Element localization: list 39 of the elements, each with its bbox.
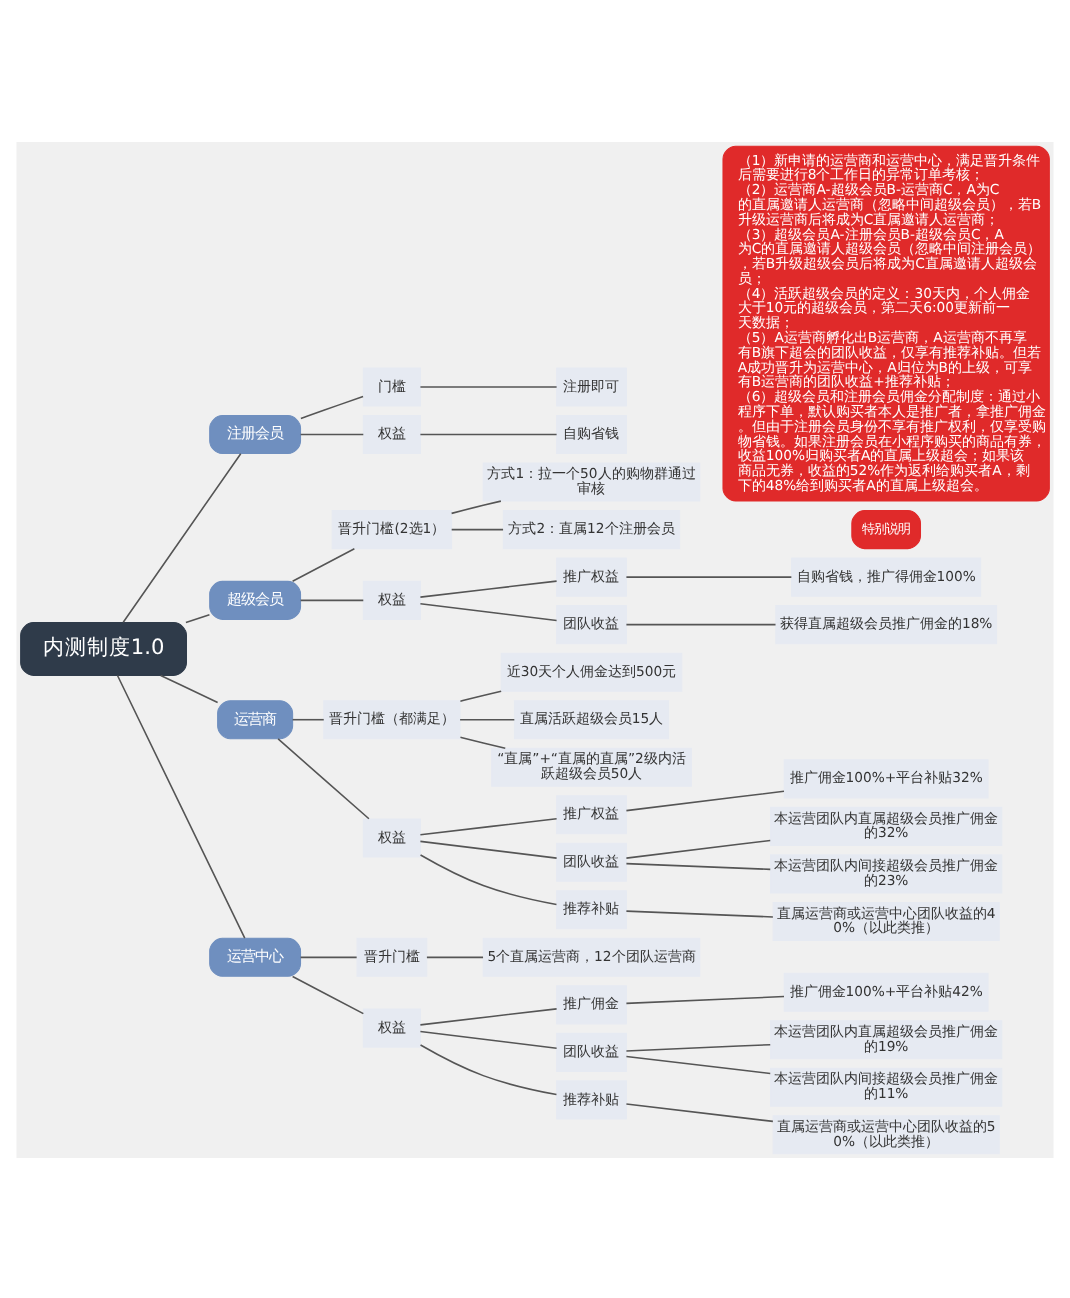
connector	[625, 909, 774, 917]
connector	[450, 499, 502, 514]
connector	[419, 1007, 558, 1025]
connector	[116, 673, 246, 938]
connector	[277, 737, 370, 819]
connector	[625, 622, 777, 625]
node-box: 内测制度1.0	[20, 621, 187, 675]
connector	[459, 735, 507, 748]
connector	[122, 451, 242, 622]
connector	[300, 394, 364, 419]
connector	[419, 1043, 558, 1095]
connector	[299, 432, 365, 435]
connector	[625, 789, 785, 811]
connector	[185, 613, 211, 623]
connector	[291, 717, 325, 720]
connector	[419, 601, 558, 621]
connector	[419, 816, 558, 835]
connector	[299, 955, 358, 958]
connector	[625, 575, 793, 577]
connector	[625, 994, 785, 1004]
connector	[291, 547, 356, 581]
connector	[459, 689, 502, 701]
connector	[625, 838, 772, 858]
connector	[625, 1102, 774, 1122]
connector	[299, 598, 365, 601]
connector	[419, 839, 558, 858]
connector	[419, 385, 558, 387]
connector	[159, 673, 219, 703]
connector	[625, 1054, 772, 1074]
connector	[450, 527, 504, 530]
connector	[419, 853, 558, 905]
connector	[426, 955, 484, 958]
connector	[419, 579, 558, 597]
connector	[459, 717, 516, 720]
connector	[419, 432, 558, 435]
connector	[625, 861, 772, 870]
connector	[291, 974, 365, 1014]
connector	[625, 1042, 772, 1051]
connector	[419, 1029, 558, 1048]
